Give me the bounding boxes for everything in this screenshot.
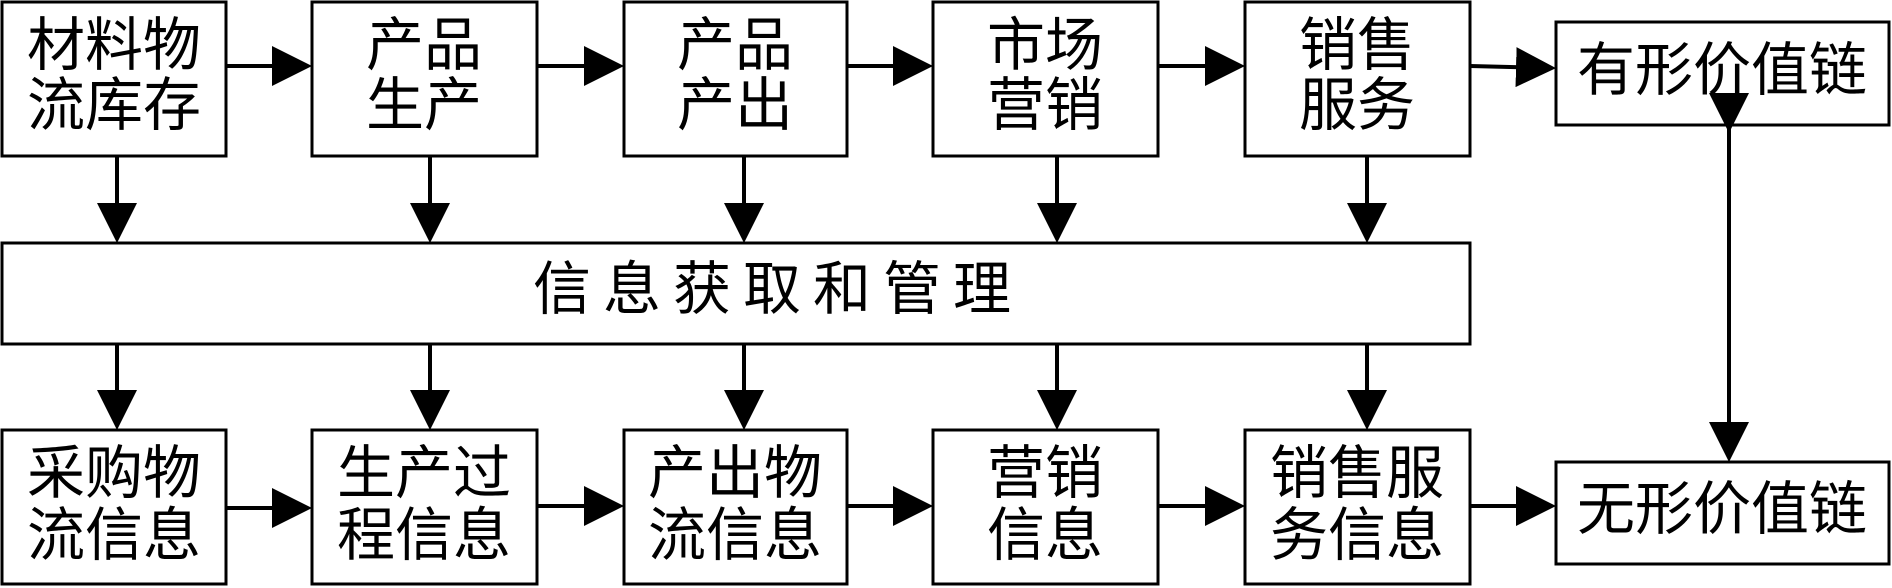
box-marketing-info: 营销 信息	[931, 428, 1160, 586]
box-info-management: 信息获取和管理	[0, 241, 1472, 346]
box-product-output-line1: 产品	[677, 11, 793, 79]
arrow-top-to-tangible	[1469, 47, 1556, 88]
box-sales-service-info-line1: 销售服	[1270, 439, 1444, 507]
box-product-production-line2: 生产	[366, 71, 482, 139]
box-info-management-label: 信息获取和管理	[533, 255, 1023, 323]
box-marketing: 市场 营销	[931, 0, 1160, 158]
box-sales-service: 销售 服务	[1243, 0, 1472, 158]
box-production-process-info-line2: 程信息	[337, 501, 511, 569]
box-material-logistics-line2: 流库存	[27, 71, 201, 139]
box-product-output: 产品 产出	[622, 0, 849, 158]
box-production-process-info-line1: 生产过	[337, 439, 511, 507]
box-marketing-info-line1: 营销	[987, 439, 1103, 507]
box-marketing-info-line2: 信息	[987, 501, 1103, 569]
box-purchase-logistics-info-line1: 采购物	[27, 439, 201, 507]
box-output-logistics-info-line2: 流信息	[648, 501, 822, 569]
box-product-production: 产品 生产	[310, 0, 539, 158]
box-product-output-line2: 产出	[677, 71, 793, 139]
box-intangible-value-chain: 无形价值链	[1554, 460, 1891, 566]
box-purchase-logistics-info-line2: 流信息	[27, 501, 201, 569]
box-marketing-line2: 营销	[987, 71, 1103, 139]
box-sales-service-info: 销售服 务信息	[1243, 428, 1472, 586]
box-sales-service-line1: 销售	[1299, 11, 1415, 79]
box-purchase-logistics-info: 采购物 流信息	[0, 428, 228, 586]
box-product-production-line1: 产品	[366, 11, 482, 79]
box-material-logistics-line1: 材料物	[27, 11, 201, 79]
box-output-logistics-info: 产出物 流信息	[622, 428, 849, 586]
box-intangible-value-chain-label: 无形价值链	[1577, 475, 1867, 543]
box-output-logistics-info-line1: 产出物	[648, 439, 822, 507]
box-tangible-value-chain: 有形价值链	[1554, 20, 1891, 127]
box-tangible-value-chain-label: 有形价值链	[1577, 36, 1867, 104]
box-sales-service-info-line2: 务信息	[1270, 501, 1444, 569]
box-material-logistics: 材料物 流库存	[0, 0, 228, 158]
box-marketing-line1: 市场	[987, 11, 1103, 79]
box-production-process-info: 生产过 程信息	[310, 428, 539, 586]
box-sales-service-line2: 服务	[1299, 71, 1415, 139]
